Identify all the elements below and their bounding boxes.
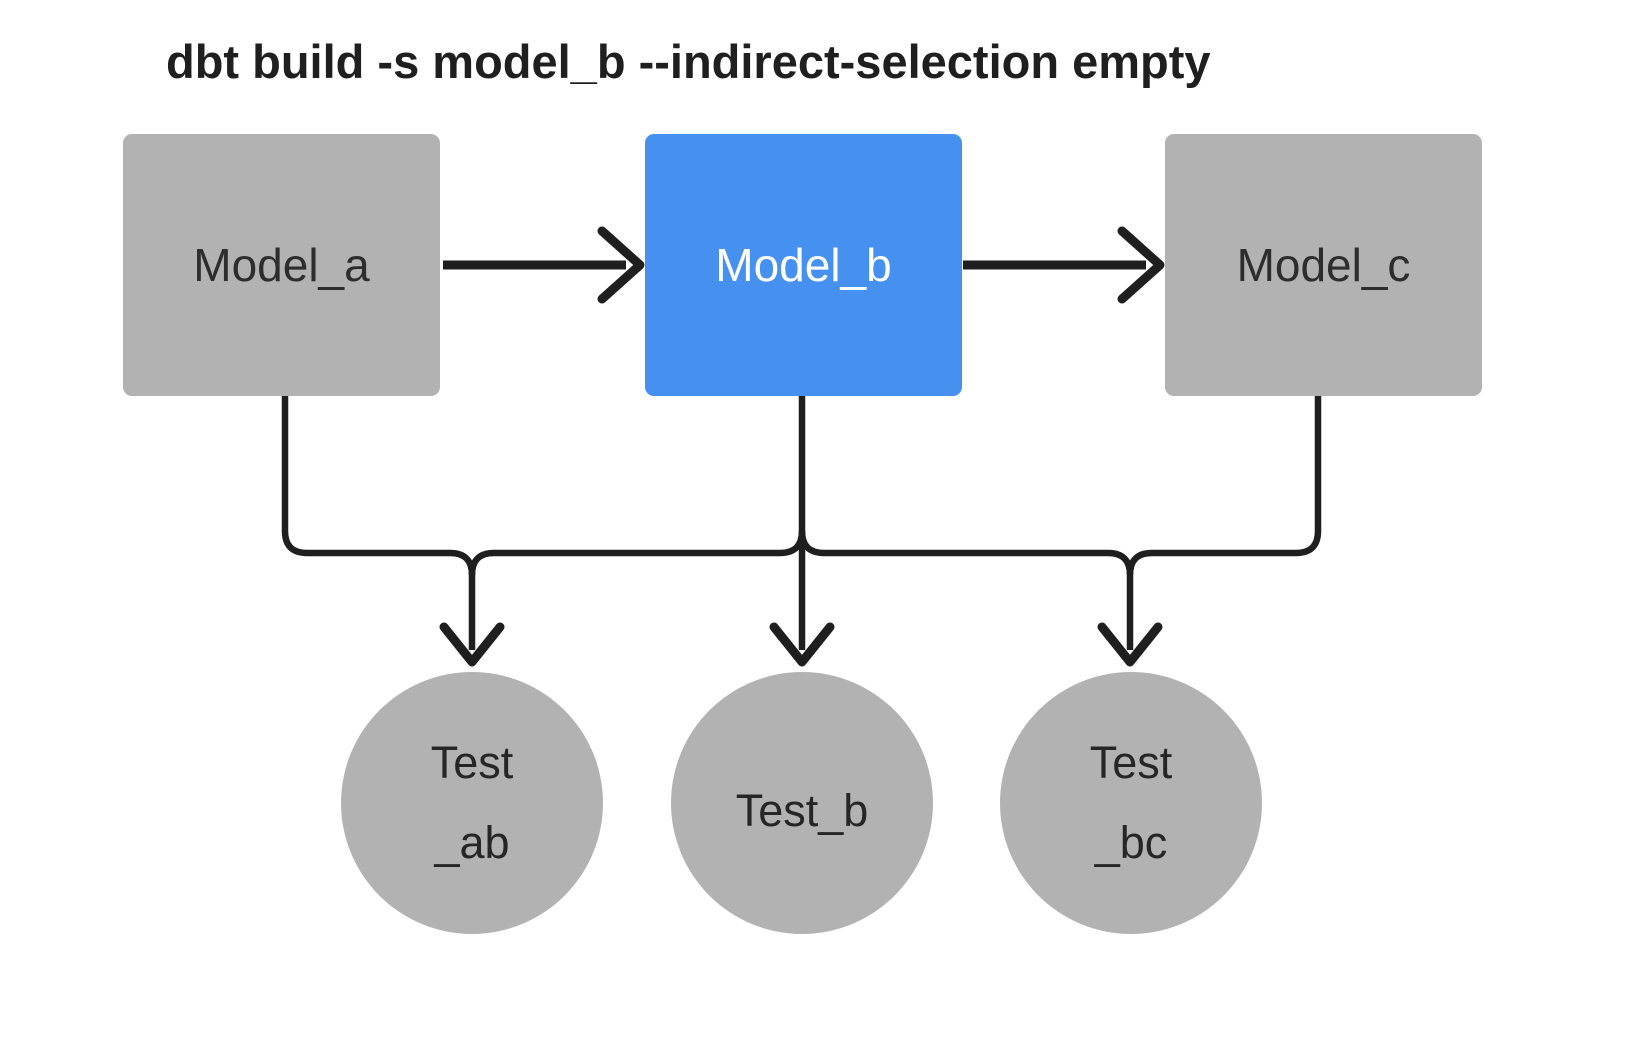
node-model-c-label: Model_c [1236, 239, 1411, 291]
node-test-bc-label-line2: _bc [1094, 817, 1168, 868]
node-test-ab: Test _ab [341, 672, 603, 934]
edge-bus-left [468, 530, 806, 576]
node-model-b-selected: Model_b [645, 134, 962, 396]
node-model-c: Model_c [1165, 134, 1482, 396]
diagram-title: dbt build -s model_b --indirect-selectio… [166, 35, 1211, 88]
arrowhead-test-ab-icon [439, 622, 505, 667]
node-test-bc: Test _bc [1000, 672, 1262, 934]
node-test-bc-label-line1: Test [1089, 737, 1173, 788]
arrowhead-model-a-to-model-b-icon [597, 226, 645, 304]
node-test-b-label-line1: Test_b [735, 785, 869, 836]
edge-bus-right [798, 530, 1134, 650]
arrowhead-test-bc-icon [1097, 622, 1163, 667]
edge-model-c-to-test-bc [1126, 394, 1322, 576]
node-test-b: Test_b [671, 672, 933, 934]
node-model-b-label: Model_b [715, 239, 892, 291]
node-model-a-label: Model_a [193, 239, 370, 291]
edge-model-a-to-test-ab [281, 394, 476, 650]
arrowhead-test-b-icon [769, 622, 835, 667]
node-test-ab-label-line2: _ab [434, 817, 510, 868]
node-test-ab-label-line1: Test [430, 737, 514, 788]
arrowhead-model-b-to-model-c-icon [1117, 226, 1165, 304]
node-model-a: Model_a [123, 134, 440, 396]
